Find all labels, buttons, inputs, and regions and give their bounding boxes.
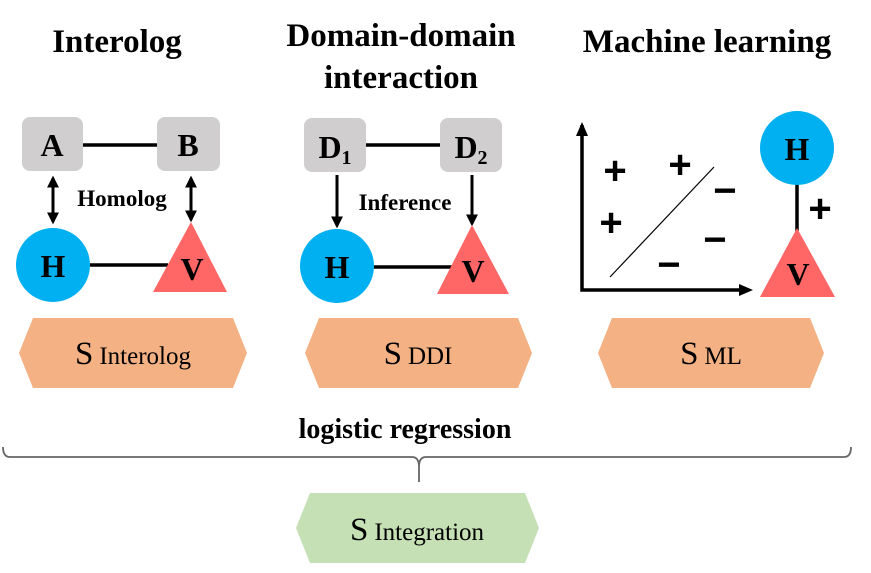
panel-title-ddi-line1: Domain-domain <box>286 18 515 54</box>
host-node <box>16 228 90 302</box>
virus-label: V <box>461 253 484 289</box>
score-box-ml <box>598 318 824 388</box>
plot-axes <box>580 125 748 292</box>
score-box-ddi <box>305 318 532 388</box>
interaction-positive-label: + <box>808 187 831 231</box>
plot-negative-3: − <box>657 243 680 287</box>
score-box-interolog <box>19 318 247 388</box>
y-axis-arrow-icon <box>576 122 588 136</box>
panel-title-interolog: Interolog <box>52 24 182 60</box>
virus-label: V <box>180 251 203 287</box>
plot-negative-1: − <box>713 169 736 213</box>
virus-node <box>153 222 227 292</box>
plot-negative-2: − <box>703 218 726 262</box>
host-label: H <box>325 249 350 285</box>
host-label: H <box>785 131 810 167</box>
combining-brace <box>2 446 852 482</box>
homolog-label: Homolog <box>77 186 167 211</box>
plot-positive-2: + <box>668 143 691 187</box>
decision-boundary <box>609 166 715 278</box>
panel-title-ddi-line2: interaction <box>324 60 478 96</box>
classifier-plot: + + + − − − <box>576 122 753 296</box>
node-d2 <box>440 118 502 172</box>
panel-ddi: Domain-domain interaction D1 D2 Inferenc… <box>286 18 532 388</box>
node-d1 <box>304 118 366 172</box>
node-b <box>157 117 220 171</box>
virus-node <box>437 225 509 294</box>
virus-node <box>760 228 835 297</box>
x-axis-arrow-icon <box>739 284 753 296</box>
virus-label: V <box>786 256 809 292</box>
score-box-integration <box>296 493 539 563</box>
node-d1-label: D1 <box>318 129 351 169</box>
host-node <box>300 229 374 303</box>
node-d2-label: D2 <box>454 129 487 169</box>
panel-title-ml: Machine learning <box>583 24 832 60</box>
logistic-regression-label: logistic regression <box>299 414 512 445</box>
node-b-label: B <box>177 127 198 163</box>
host-node <box>760 111 834 185</box>
node-a <box>22 117 83 171</box>
plot-positive-1: + <box>603 149 626 193</box>
inference-label: Inference <box>359 190 452 215</box>
plot-positive-3: + <box>599 201 622 245</box>
host-label: H <box>41 248 66 284</box>
node-a-label: A <box>40 127 63 163</box>
